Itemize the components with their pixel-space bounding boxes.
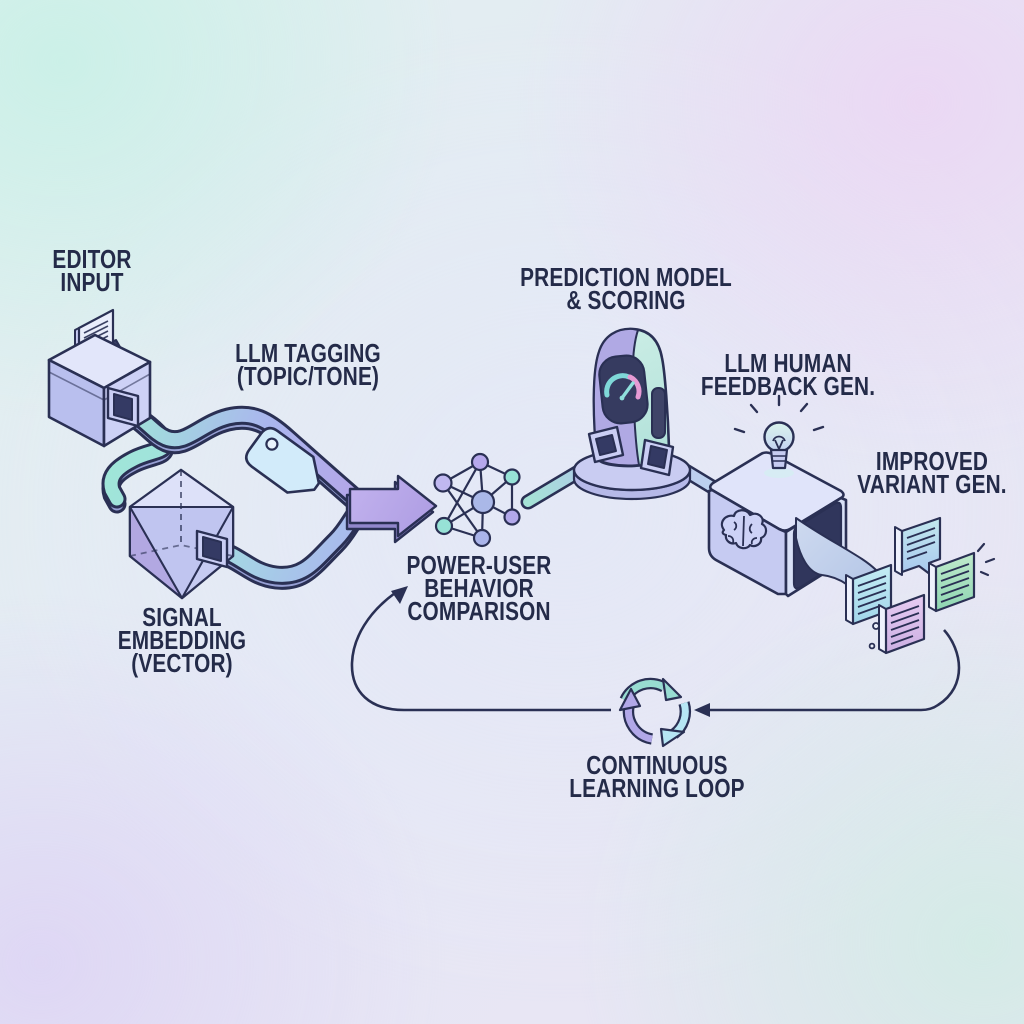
label-llm-tagging: LLM TAGGING (TOPIC/TONE) xyxy=(235,338,381,391)
card-pink xyxy=(878,593,926,655)
bubble-dot xyxy=(868,642,876,650)
sparkle-dashes xyxy=(976,542,996,577)
cycle-arrows-icon xyxy=(618,677,692,748)
tower-port-left xyxy=(587,425,625,464)
loop-arrowhead-left xyxy=(694,703,710,717)
merge-arrow xyxy=(345,474,438,544)
tower-vent xyxy=(651,387,666,439)
continuous-loop-path xyxy=(350,591,961,712)
label-improved-variant: IMPROVED VARIANT GEN. xyxy=(857,446,1007,499)
label-llm-human-feedback: LLM HUMAN FEEDBACK GEN. xyxy=(700,348,876,401)
crystal-port xyxy=(195,529,229,569)
bubble-dot xyxy=(872,622,880,630)
message-card-icons xyxy=(845,516,996,655)
prediction-model-tower xyxy=(572,327,692,501)
tower-port-right xyxy=(639,438,675,477)
network-graph-icon xyxy=(433,452,521,548)
box-port xyxy=(106,386,140,428)
label-signal-embedding: SIGNAL EMBEDDING (VECTOR) xyxy=(117,602,247,678)
lightbulb-icon xyxy=(733,394,825,478)
brain-icon xyxy=(720,509,768,550)
label-power-user: POWER-USER BEHAVIOR COMPARISON xyxy=(406,550,552,626)
card-green xyxy=(928,551,976,613)
gauge-icon xyxy=(598,354,649,425)
card-blue-speech xyxy=(894,516,942,577)
crystal-icon xyxy=(128,468,235,600)
label-continuous-loop: CONTINUOUS LEARNING LOOP xyxy=(569,750,745,803)
label-editor-input: EDITOR INPUT xyxy=(52,244,132,297)
label-prediction-model: PREDICTION MODEL & SCORING xyxy=(520,262,732,315)
loop-arrowhead-up xyxy=(391,586,408,604)
inbox-box-icon xyxy=(47,308,152,448)
tag-icon xyxy=(244,426,321,494)
